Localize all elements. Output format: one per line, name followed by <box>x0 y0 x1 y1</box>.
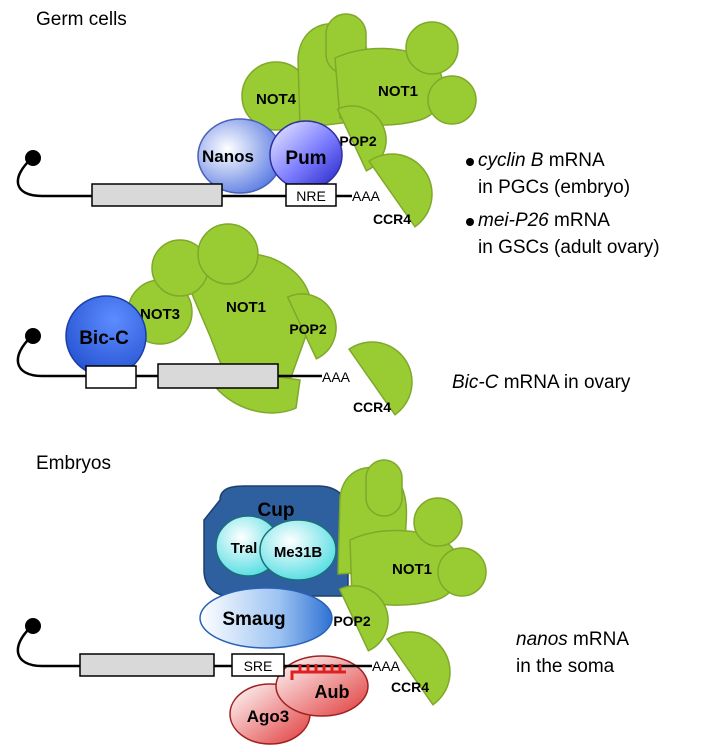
mrna-nanos: SRE AAA <box>16 618 401 677</box>
pop2-label-3: POP2 <box>333 613 371 629</box>
not1-label: NOT1 <box>378 83 418 100</box>
caption-cyclinb-rest: mRNA <box>543 150 605 171</box>
caption-nanos-line1: nanos mRNA <box>516 629 629 650</box>
coding-region-box <box>79 653 215 677</box>
caption-nanos-line2: in the soma <box>516 656 615 677</box>
nanos-label: Nanos <box>202 147 254 166</box>
polya-tail-2: AAA <box>322 369 351 385</box>
coding-region-box <box>91 183 223 207</box>
ccr4-shape-3 <box>386 631 451 706</box>
not1-label-2: NOT1 <box>226 299 266 316</box>
pop2-shape-3 <box>338 585 389 652</box>
caption-bicc-gene: Bic-C <box>452 372 499 393</box>
ccr4-label-3: CCR4 <box>391 679 429 695</box>
polya-tail-3: AAA <box>372 658 401 674</box>
mrna-bicc: AAA <box>16 328 351 389</box>
pop2-label: POP2 <box>339 133 377 149</box>
caption-nanos-gene: nanos <box>516 629 568 650</box>
bullet-icon <box>466 158 474 166</box>
ccr4-shape <box>368 153 433 228</box>
cap-icon <box>25 618 41 634</box>
sre-label: SRE <box>244 658 273 674</box>
me31b-shape <box>259 519 337 581</box>
aub-label: Aub <box>315 682 350 702</box>
caption-nanos-rest: mRNA <box>568 629 630 650</box>
ccr4-shape-2 <box>348 341 413 416</box>
caption-meip26-gene: mei-P26 <box>478 210 549 231</box>
me31b-label: Me31B <box>274 544 323 561</box>
tral-label: Tral <box>231 540 258 557</box>
caption-meip26-line2: in GSCs (adult ovary) <box>478 237 660 258</box>
pop2-shape <box>336 105 387 172</box>
panel-pum-nanos: NOT4 NOT1 POP2 CCR4 Nanos Pum NRE AAA cy… <box>16 13 660 258</box>
pop2-label-2: POP2 <box>289 321 327 337</box>
polya-tail: AAA <box>352 188 381 204</box>
bullet-icon <box>466 218 474 226</box>
section-title-germ-cells: Germ cells <box>36 9 127 30</box>
ccr4-label-2: CCR4 <box>353 399 391 415</box>
coding-region-box <box>157 363 279 389</box>
caption-cyclinb-gene: cyclin B <box>478 150 544 171</box>
mrna-cyclinb: NRE AAA <box>16 150 381 207</box>
cap-icon <box>25 328 41 344</box>
pop2-shape-2 <box>286 293 337 360</box>
caption-cyclinb-line1: cyclin B mRNA <box>478 150 605 171</box>
nre-label: NRE <box>296 188 326 204</box>
panel-bicc: NOT3 NOT1 POP2 CCR4 Bic-C AAA Bic-C mRNA… <box>16 223 631 416</box>
bicc-label: Bic-C <box>79 328 129 349</box>
ago3-label: Ago3 <box>247 707 290 726</box>
caption-bicc: Bic-C mRNA in ovary <box>452 372 631 393</box>
smaug-label: Smaug <box>222 609 285 630</box>
ccr4-label: CCR4 <box>373 211 411 227</box>
cap-icon <box>25 150 41 166</box>
smaug-shape <box>199 587 333 649</box>
not1-label-3: NOT1 <box>392 561 432 578</box>
nre-box <box>285 183 337 207</box>
caption-meip26-rest: mRNA <box>549 210 611 231</box>
pirna-comb-icon <box>290 664 346 680</box>
caption-cyclinb-line2: in PGCs (embryo) <box>478 177 630 198</box>
cup-label: Cup <box>258 500 295 521</box>
not1-complex-3 <box>337 459 487 606</box>
sre-box <box>231 653 285 677</box>
not4-label: NOT4 <box>256 91 297 108</box>
section-title-embryos: Embryos <box>36 453 111 474</box>
not3-label: NOT3 <box>140 306 180 323</box>
caption-meip26-line1: mei-P26 mRNA <box>478 210 610 231</box>
pum-label: Pum <box>285 148 326 169</box>
panel-nanos-soma: Cup NOT1 Tral Me31B POP2 CCR4 Smaug Ago3… <box>16 459 629 745</box>
caption-bicc-rest: mRNA in ovary <box>498 372 630 393</box>
bicc-element-box <box>85 365 137 389</box>
